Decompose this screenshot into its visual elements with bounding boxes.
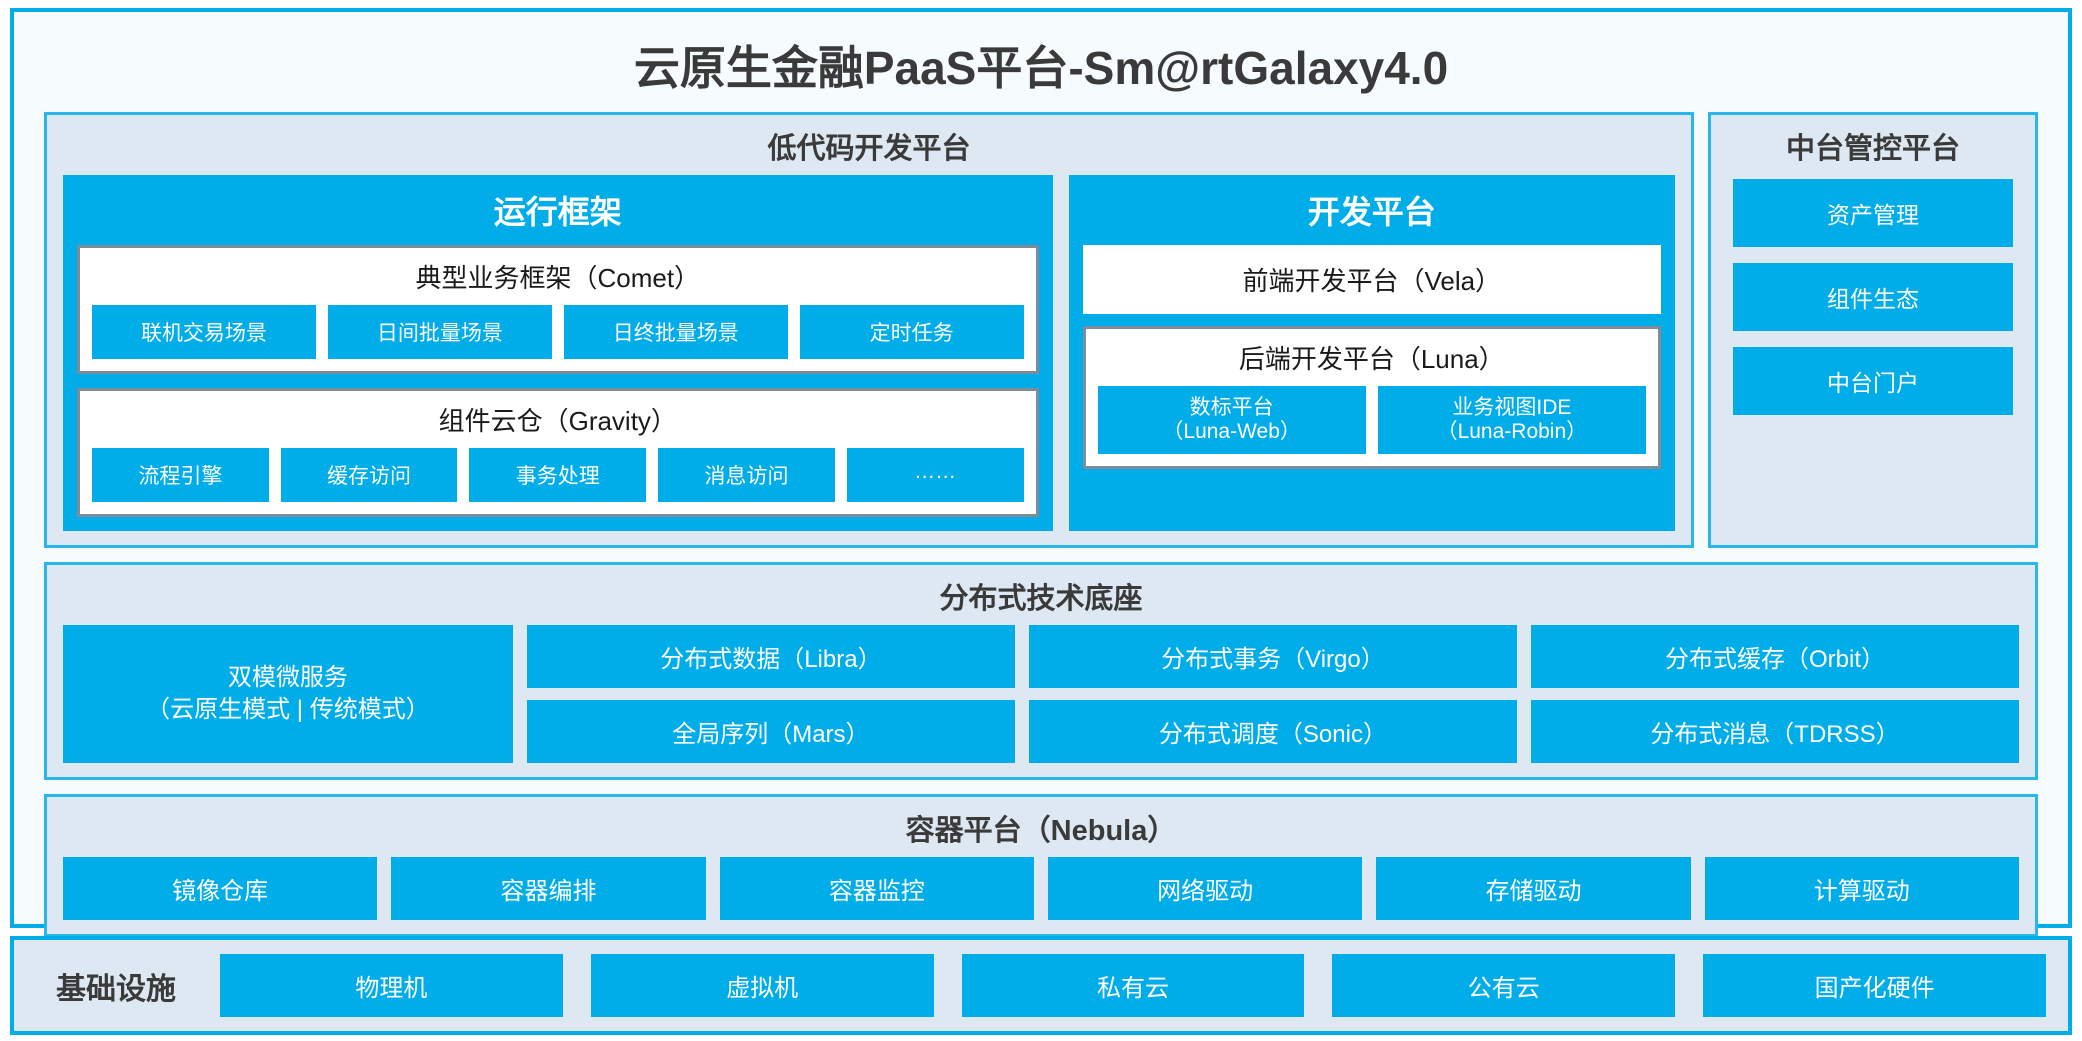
- container-platform-panel: 容器平台（Nebula） 镜像仓库 容器编排 容器监控 网络驱动 存储驱动 计算…: [44, 794, 2038, 937]
- midcontrol-list: 资产管理 组件生态 中台门户: [1711, 175, 2035, 415]
- distributed-item-tdrss[interactable]: 分布式消息（TDRSS）: [1530, 700, 2020, 763]
- infrastructure-item[interactable]: 公有云: [1332, 954, 1676, 1017]
- container-item[interactable]: 容器编排: [391, 857, 706, 920]
- luna-web-code: （Luna-Web）: [1162, 420, 1301, 444]
- vela-frontend-box[interactable]: 前端开发平台（Vela）: [1082, 245, 1661, 314]
- midcontrol-item[interactable]: 组件生态: [1733, 263, 2013, 331]
- luna-web-name: 数标平台: [1189, 396, 1274, 419]
- comet-item[interactable]: 日间批量场景: [327, 305, 552, 359]
- runtime-framework-block: 运行框架 典型业务框架（Comet） 联机交易场景 日间批量场景 日终批量场景 …: [63, 175, 1053, 531]
- infrastructure-item[interactable]: 物理机: [220, 954, 563, 1017]
- comet-item[interactable]: 定时任务: [799, 305, 1024, 359]
- infrastructure-item[interactable]: 虚拟机: [590, 954, 934, 1017]
- container-item[interactable]: 存储驱动: [1376, 857, 1691, 920]
- luna-robin-name: 业务视图IDE: [1452, 396, 1572, 419]
- lowcode-platform-panel: 低代码开发平台 运行框架 典型业务框架（Comet） 联机交易场景 日间批量场景…: [44, 112, 1694, 548]
- container-platform-body: 镜像仓库 容器编排 容器监控 网络驱动 存储驱动 计算驱动: [47, 857, 2035, 920]
- gravity-title: 组件云仓（Gravity）: [438, 406, 677, 436]
- container-item[interactable]: 容器监控: [719, 857, 1034, 920]
- comet-box: 典型业务框架（Comet） 联机交易场景 日间批量场景 日终批量场景 定时任务: [77, 245, 1039, 374]
- luna-backend-title: 后端开发平台（Luna）: [1238, 344, 1505, 374]
- midcontrol-item[interactable]: 资产管理: [1733, 179, 2013, 247]
- container-platform-title: 容器平台（Nebula）: [905, 815, 1177, 847]
- page-title: 云原生金融PaaS平台-Sm@rtGalaxy4.0: [633, 42, 1449, 94]
- gravity-item[interactable]: 缓存访问: [280, 448, 458, 502]
- comet-title: 典型业务框架（Comet）: [415, 263, 701, 293]
- infrastructure-panel: 基础设施 物理机 虚拟机 私有云 公有云 国产化硬件: [10, 936, 2072, 1035]
- distributed-item-orbit[interactable]: 分布式缓存（Orbit）: [1530, 625, 2020, 688]
- luna-robin-code: （Luna-Robin）: [1436, 420, 1588, 444]
- lowcode-platform-body: 运行框架 典型业务框架（Comet） 联机交易场景 日间批量场景 日终批量场景 …: [47, 175, 1691, 531]
- top-row: 低代码开发平台 运行框架 典型业务框架（Comet） 联机交易场景 日间批量场景…: [44, 112, 2038, 548]
- lowcode-platform-title: 低代码开发平台: [767, 133, 971, 165]
- comet-item[interactable]: 日终批量场景: [563, 305, 788, 359]
- luna-backend-box: 后端开发平台（Luna） 数标平台 （Luna-Web） 业务视图IDE （Lu…: [1082, 326, 1661, 470]
- dual-mode-line1: 双模微服务: [227, 663, 348, 691]
- luna-web-item[interactable]: 数标平台 （Luna-Web）: [1097, 386, 1366, 455]
- gravity-chip-row: 流程引擎 缓存访问 事务处理 消息访问 ……: [92, 448, 1024, 502]
- midcontrol-item[interactable]: 中台门户: [1733, 347, 2013, 415]
- distributed-item-mars[interactable]: 全局序列（Mars）: [526, 700, 1015, 763]
- distributed-item-sonic[interactable]: 分布式调度（Sonic）: [1028, 700, 1517, 763]
- gravity-item[interactable]: 事务处理: [469, 448, 647, 502]
- comet-chip-row: 联机交易场景 日间批量场景 日终批量场景 定时任务: [92, 305, 1024, 359]
- distributed-base-body: 双模微服务 （云原生模式 | 传统模式） 分布式数据（Libra） 全局序列（M…: [47, 625, 2035, 763]
- container-item[interactable]: 网络驱动: [1047, 857, 1363, 920]
- development-platform-title: 开发平台: [1307, 194, 1436, 230]
- distributed-column: 分布式事务（Virgo） 分布式调度（Sonic）: [1028, 625, 1517, 763]
- midcontrol-platform-panel: 中台管控平台 资产管理 组件生态 中台门户: [1708, 112, 2038, 548]
- luna-chip-row: 数标平台 （Luna-Web） 业务视图IDE （Luna-Robin）: [1097, 386, 1646, 455]
- development-platform-block: 开发平台 前端开发平台（Vela） 后端开发平台（Luna） 数标平台 （Lun…: [1068, 175, 1675, 531]
- comet-item[interactable]: 联机交易场景: [92, 305, 316, 359]
- infrastructure-item[interactable]: 私有云: [961, 954, 1305, 1017]
- infrastructure-items: 物理机 虚拟机 私有云 公有云 国产化硬件: [220, 954, 2046, 1017]
- container-item[interactable]: 镜像仓库: [63, 857, 378, 920]
- gravity-item[interactable]: 消息访问: [658, 448, 835, 502]
- distributed-column: 分布式数据（Libra） 全局序列（Mars）: [526, 625, 1015, 763]
- infrastructure-item[interactable]: 国产化硬件: [1703, 954, 2046, 1017]
- dual-mode-line2: （云原生模式 | 传统模式）: [146, 696, 430, 723]
- platform-main-card: 云原生金融PaaS平台-Sm@rtGalaxy4.0 低代码开发平台 运行框架 …: [10, 8, 2072, 937]
- luna-robin-item[interactable]: 业务视图IDE （Luna-Robin）: [1377, 386, 1646, 455]
- distributed-item-virgo[interactable]: 分布式事务（Virgo）: [1028, 625, 1517, 688]
- gravity-item[interactable]: 流程引擎: [92, 448, 269, 502]
- distributed-base-panel: 分布式技术底座 双模微服务 （云原生模式 | 传统模式） 分布式数据（Libra…: [44, 562, 2038, 780]
- distributed-column: 分布式缓存（Orbit） 分布式消息（TDRSS）: [1530, 625, 2020, 763]
- container-item[interactable]: 计算驱动: [1704, 857, 2019, 920]
- midcontrol-platform-title: 中台管控平台: [1785, 133, 1960, 165]
- gravity-box: 组件云仓（Gravity） 流程引擎 缓存访问 事务处理 消息访问 ……: [77, 388, 1039, 517]
- gravity-item-more[interactable]: ……: [846, 448, 1024, 502]
- dual-mode-microservice-item[interactable]: 双模微服务 （云原生模式 | 传统模式）: [63, 625, 513, 763]
- runtime-framework-title: 运行框架: [493, 194, 622, 230]
- distributed-item-libra[interactable]: 分布式数据（Libra）: [526, 625, 1015, 688]
- distributed-base-title: 分布式技术底座: [939, 583, 1143, 615]
- infrastructure-label: 基础设施: [56, 972, 176, 1006]
